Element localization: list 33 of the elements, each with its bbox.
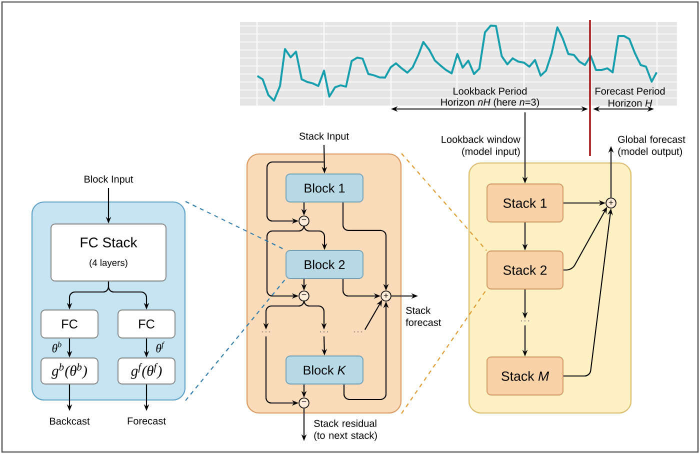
process-box: FC [40,310,98,338]
process-box: FC [118,310,176,338]
period-label: Horizon H [608,99,652,107]
period-label: Horizon nH (here n=3) [441,98,539,108]
edge-label: Stack forecast [406,306,442,326]
process-box: Stack M [486,356,564,396]
zoom-line [401,289,487,414]
ellipsis-dots: ··· [354,331,362,332]
edge-label: Forecast [128,418,166,424]
ellipsis-dots: ··· [262,331,270,332]
ellipsis-dots: ··· [320,331,328,332]
process-box: Block 2 [286,250,364,279]
process-box: Block 1 [286,174,364,202]
period-label: Lookback Period [454,87,527,95]
edge-label: Lookback window (model input) [442,136,520,157]
edge-label: Backcast [50,417,90,425]
edge-label: Global forecast (model output) [618,136,686,157]
zoom-line [185,201,286,251]
process-box: Stack 1 [486,184,564,222]
process-box: Block K [286,356,364,384]
edge-label: Block Input [84,175,134,185]
edge-label: Stack residual (to next stack) [314,420,377,441]
edge-label: θ$^{b}$ [52,342,62,352]
zoom-line [185,278,286,401]
zoom-line [401,153,487,251]
edge-label: θ$^{f}$ [156,342,165,352]
process-box: g$^{b}$(θ$^{b}$) [40,358,98,384]
process-box: Stack 2 [486,250,564,290]
ellipsis-dots: ··· [520,320,530,322]
process-box: FC Stack (4 layers) [50,224,166,282]
edge-label: Stack Input [299,132,349,142]
process-box: g$^{f}$(θ$^{f}$) [118,358,176,384]
period-label: Forecast Period [596,87,665,95]
